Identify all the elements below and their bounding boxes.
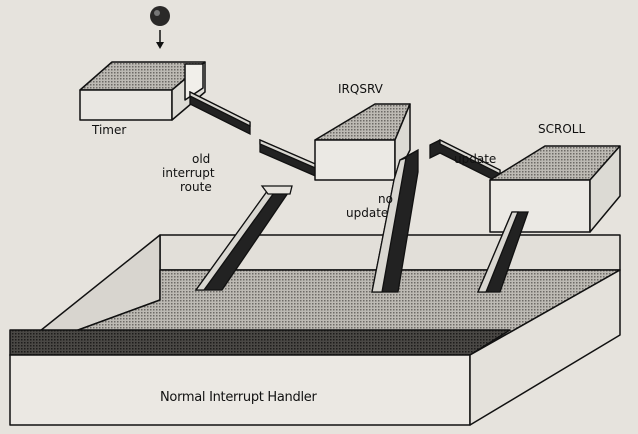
timer-box xyxy=(79,61,206,121)
timer-label: Timer xyxy=(91,123,126,137)
scroll-box xyxy=(489,145,621,233)
pipe-scroll-to-handler xyxy=(477,211,529,293)
down-arrow-icon xyxy=(156,30,164,49)
interrupt-source-ball xyxy=(150,6,170,26)
old-route-label-line2: interrupt xyxy=(162,166,215,180)
irqsrv-label: IRQSRV xyxy=(338,82,384,96)
old-route-label-line3: route xyxy=(180,180,212,194)
update-label: update xyxy=(454,152,496,166)
scroll-label: SCROLL xyxy=(538,122,585,136)
irqsrv-box xyxy=(314,103,411,181)
pipe-old-interrupt-route xyxy=(194,185,293,291)
pipe-no-update xyxy=(371,148,419,293)
no-update-label-line1: no xyxy=(378,192,393,206)
handler-label: Normal Interrupt Handler xyxy=(160,390,317,405)
no-update-label-line2: update xyxy=(346,206,388,220)
old-route-label-line1: old xyxy=(192,152,210,166)
